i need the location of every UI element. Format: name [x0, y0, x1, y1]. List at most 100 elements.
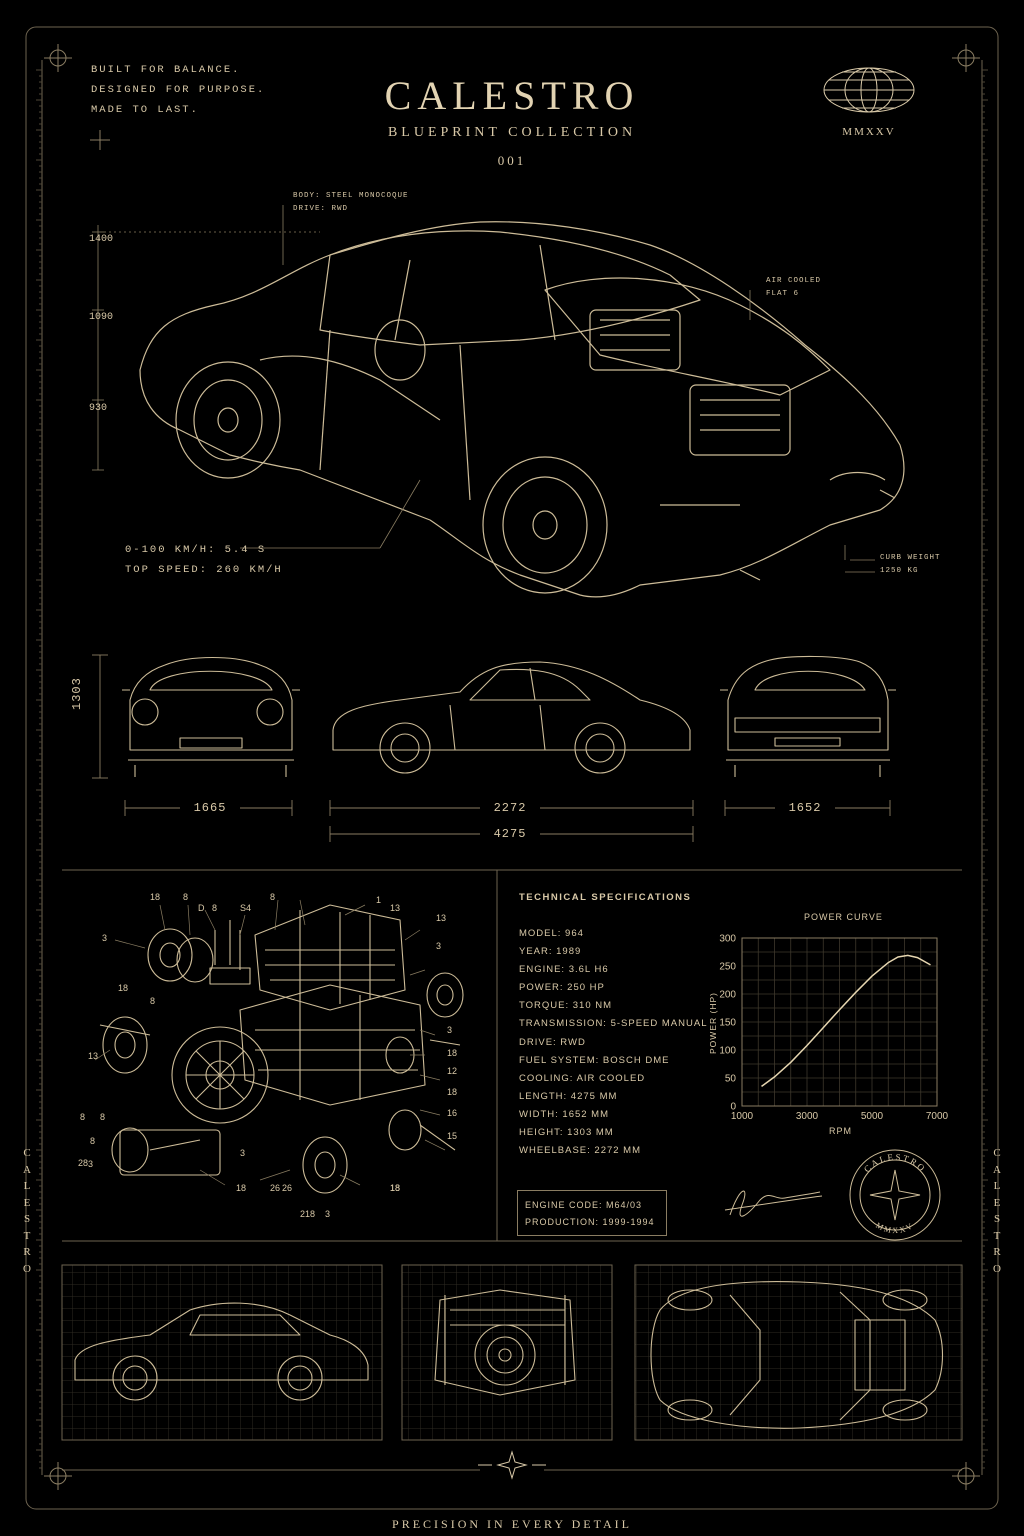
part-label: 18 — [390, 1183, 401, 1193]
chart-plot-border — [741, 937, 938, 1107]
year-roman: MMXXV — [842, 126, 896, 138]
chart-y-tick: 0 — [730, 1102, 736, 1113]
dim-height: 1303 — [70, 677, 84, 710]
tagline-line-1: BUILT FOR BALANCE. — [91, 64, 241, 76]
spec-item: LENGTH: 4275 MM — [519, 1090, 618, 1102]
side-text-left-letter: A — [23, 1163, 31, 1176]
part-label: S4 — [240, 903, 252, 913]
height-mark-1400: 1400 — [89, 234, 114, 245]
side-text-left-letter: T — [23, 1229, 31, 1242]
side-text-right-letter: O — [993, 1262, 1001, 1275]
part-label: 2 — [300, 1209, 306, 1219]
dim-wheelbase: 2272 — [493, 801, 527, 815]
part-label: 3 — [240, 1148, 246, 1158]
part-label: D — [198, 903, 205, 913]
height-mark-1090: 1090 — [89, 312, 114, 323]
spec-item: MODEL: 964 — [519, 928, 584, 939]
part-label: 8 — [100, 1112, 106, 1122]
part-label: 15 — [447, 1131, 458, 1141]
dim-front-width: 1665 — [193, 801, 227, 815]
engine-code: ENGINE CODE: M64/03 — [525, 1200, 643, 1210]
chart-y-tick: 150 — [719, 1018, 736, 1029]
chart-y-tick: 100 — [719, 1046, 736, 1057]
crosshair-icon — [44, 44, 980, 1490]
part-label: 18 — [305, 1209, 316, 1219]
callout-drive-text: DRIVE: RWD — [293, 205, 349, 213]
part-label: 3 — [88, 1159, 94, 1169]
thumb-top-view — [634, 1264, 963, 1441]
part-label: 18 — [236, 1183, 247, 1193]
side-text-left-letter: S — [23, 1213, 31, 1225]
height-mark-930: 930 — [89, 403, 108, 414]
rear-view — [720, 655, 896, 777]
compass-icon — [869, 1169, 921, 1221]
chart-y-tick: 250 — [719, 962, 736, 973]
callout-engine-type-1: AIR COOLED — [766, 277, 822, 285]
chart-title: POWER CURVE — [804, 912, 883, 922]
star-icon — [478, 1450, 546, 1480]
spec-item: WHEELBASE: 2272 MM — [519, 1145, 642, 1157]
part-label: 13 — [390, 903, 401, 913]
part-label: 26 — [282, 1183, 293, 1193]
part-label: 18 — [150, 892, 161, 902]
side-text-left-letter: C — [23, 1147, 31, 1159]
specs-title: TECHNICAL SPECIFICATIONS — [519, 892, 692, 903]
spec-item: DRIVE: RWD — [519, 1036, 586, 1048]
callout-engine-type-2: FLAT 6 — [766, 290, 800, 298]
part-label: 8 — [212, 903, 218, 913]
callout-performance: 0-100 KM/H: 5.4 S TOP SPEED: 260 KM/H — [125, 540, 283, 580]
collection-number: 001 — [497, 153, 527, 168]
engine-code-box: ENGINE CODE: M64/03 PRODUCTION: 1999-199… — [517, 1190, 667, 1236]
part-label: 13 — [436, 913, 447, 923]
signature-mark — [724, 1190, 823, 1217]
callout-curb-label: CURB WEIGHT — [880, 554, 941, 562]
part-label: 8 — [150, 996, 156, 1006]
part-label: 3 — [325, 1209, 331, 1219]
outer-frame — [25, 26, 999, 1510]
spec-item: FUEL SYSTEM: BOSCH DME — [519, 1054, 670, 1066]
chart-xlabel: RPM — [829, 1126, 852, 1136]
collection-subtitle: BLUEPRINT COLLECTION — [387, 125, 637, 140]
tagline-line-3: MADE TO LAST. — [91, 104, 199, 116]
callout-engine: AIR COOLED FLAT 6 — [766, 275, 821, 301]
side-text-right-letter: R — [993, 1246, 1001, 1258]
part-label: 8 — [183, 892, 189, 902]
side-text-left-letter: O — [23, 1262, 31, 1275]
tagline-line-2: DESIGNED FOR PURPOSE. — [91, 84, 266, 96]
chart-y-tick: 200 — [719, 990, 736, 1001]
part-label: 18 — [447, 1048, 458, 1058]
globe-icon — [823, 67, 915, 113]
tagline: BUILT FOR BALANCE. DESIGNED FOR PURPOSE.… — [91, 60, 265, 120]
front-view — [122, 656, 300, 777]
part-label: 13 — [88, 1051, 99, 1061]
side-text-right-letter: S — [993, 1213, 1001, 1225]
part-label: 28 — [78, 1158, 89, 1168]
part-label: 3 — [102, 933, 108, 943]
spec-item: ENGINE: 3.6L H6 — [519, 964, 609, 976]
spec-item: TORQUE: 310 NM — [519, 1000, 613, 1012]
spec-item: POWER: 250 HP — [519, 982, 605, 994]
callout-curb: CURB WEIGHT 1250 KG — [880, 552, 941, 578]
callout-curb-value: 1250 KG — [880, 567, 919, 575]
side-text-right-letter: L — [993, 1180, 1001, 1192]
side-text-right-letter: T — [993, 1229, 1001, 1242]
chart-y-tick: 300 — [719, 934, 736, 945]
spec-item: HEIGHT: 1303 MM — [519, 1127, 614, 1139]
chart-x-tick: 3000 — [796, 1111, 819, 1122]
svg-text:MMXXV: MMXXV — [874, 1221, 915, 1235]
callout-top-speed: TOP SPEED: 260 KM/H — [125, 564, 283, 576]
spec-item: WIDTH: 1652 MM — [519, 1108, 610, 1120]
part-label: 26 — [270, 1183, 281, 1193]
production-years: PRODUCTION: 1999-1994 — [525, 1217, 655, 1227]
side-text-right-letter: A — [993, 1163, 1001, 1176]
brand-title: CALESTRO — [384, 73, 640, 118]
seal-bottom-text: MMXXV — [874, 1221, 913, 1235]
dim-length: 4275 — [493, 827, 527, 841]
thumb-side-profile — [61, 1264, 383, 1441]
side-text-left-letter: E — [23, 1196, 31, 1209]
